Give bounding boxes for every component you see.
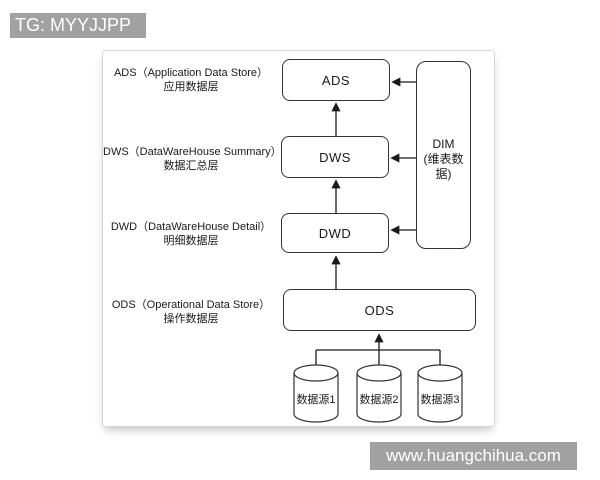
datasource-label-2: 数据源2: [359, 394, 399, 406]
datasource-label-3: 数据源3: [420, 394, 460, 406]
layer-label-dws-en: DWS（DataWareHouse Summary）: [103, 146, 282, 158]
database-cylinder-1-rim: [293, 372, 339, 382]
watermark-bottom-right: www.huangchihua.com: [370, 442, 577, 470]
layer-label-ods: ODS（Operational Data Store） 操作数据层: [103, 298, 279, 326]
dim-subtitle-line1: (维表数: [423, 151, 464, 166]
watermark-top-left: TG: MYYJJPP: [10, 13, 146, 38]
node-dwd: DWD: [281, 213, 389, 253]
layer-label-ods-zh: 操作数据层: [163, 313, 219, 325]
node-dws: DWS: [281, 136, 389, 178]
database-cylinder-2-rim: [356, 372, 402, 382]
layer-label-ads: ADS（Application Data Store） 应用数据层: [103, 66, 279, 94]
layer-label-ods-en: ODS（Operational Data Store）: [111, 299, 271, 311]
layer-label-dwd: DWD（DataWareHouse Detail） 明细数据层: [103, 220, 279, 248]
database-cylinder-2: [356, 364, 402, 423]
database-cylinders: [293, 364, 463, 423]
database-cylinder-3-rim: [417, 372, 463, 382]
flow-arrows: [315, 77, 441, 366]
layer-label-dwd-zh: 明细数据层: [163, 235, 219, 247]
node-ods: ODS: [283, 289, 476, 331]
layer-label-dwd-en: DWD（DataWareHouse Detail）: [110, 221, 272, 233]
database-cylinder-1: [293, 364, 339, 423]
layer-label-ads-zh: 应用数据层: [163, 81, 219, 93]
node-dim: DIM (维表数 据): [416, 61, 471, 249]
node-ads: ADS: [282, 59, 390, 101]
dim-subtitle-line2: 据): [435, 166, 452, 181]
layer-label-dws: DWS（DataWareHouse Summary） 数据汇总层: [103, 145, 282, 173]
database-cylinder-3: [417, 364, 463, 423]
dim-title: DIM: [432, 136, 455, 151]
layer-label-ads-en: ADS（Application Data Store）: [113, 67, 269, 79]
layer-label-dws-zh: 数据汇总层: [163, 160, 219, 172]
datasource-label-1: 数据源1: [296, 394, 336, 406]
